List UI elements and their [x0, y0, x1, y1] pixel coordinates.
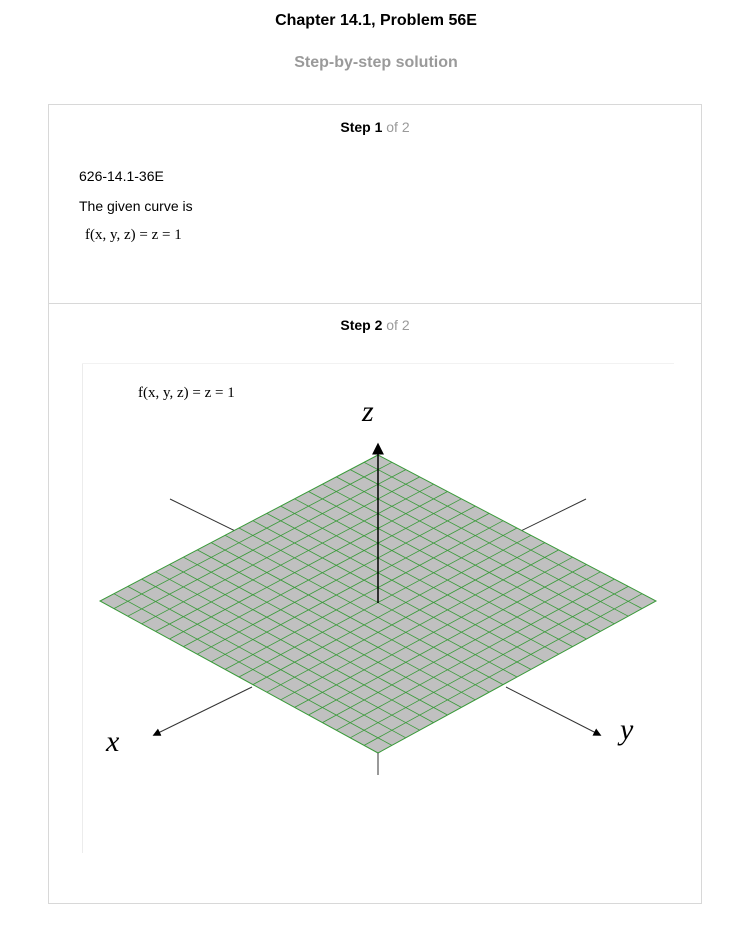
grid-line-a [113, 593, 393, 746]
page-title: Chapter 14.1, Problem 56E [275, 12, 477, 29]
step1-formula: f(x, y, z) = z = 1 [85, 227, 182, 243]
plane-figure: f(x, y, z) = z = 1 z x y [82, 363, 674, 855]
grid-line-a [155, 571, 434, 723]
figure-frame-top [82, 363, 674, 364]
grid-line-b [252, 534, 532, 685]
page-subtitle: Step-by-step solution [294, 54, 458, 71]
grid-line-a [211, 542, 490, 693]
figure-formula: f(x, y, z) = z = 1 [138, 385, 235, 401]
step2-header: Step 2 of 2 [49, 317, 701, 333]
axis-y-front [505, 686, 602, 736]
grid-line-a [224, 534, 504, 685]
plane-plot [98, 442, 658, 775]
step1-label: Step 1 [340, 119, 383, 135]
grid-line-b [294, 556, 573, 708]
step1-reference: 626-14.1-36E [79, 168, 164, 184]
step2-label: Step 2 [340, 317, 383, 333]
axis-z-label: z [362, 395, 374, 428]
step1-text: The given curve is [79, 198, 193, 214]
grid-line-b [322, 571, 601, 723]
plane-grid [113, 461, 643, 746]
grid-line-b [336, 578, 615, 731]
step1-header: Step 1 of 2 [49, 119, 701, 135]
grid-line-b [350, 586, 629, 739]
grid-line-a [141, 578, 420, 731]
solution-card: Step 1 of 2 626-14.1-36E The given curve… [48, 104, 702, 904]
step2-count: of 2 [386, 317, 410, 333]
axis-x-label: x [106, 725, 120, 758]
axis-x-front [152, 686, 253, 736]
grid-line-b [363, 593, 643, 746]
figure-frame-left [82, 363, 83, 853]
grid-line-a [127, 586, 406, 739]
grid-line-b [308, 564, 587, 716]
grid-line-a [183, 556, 462, 708]
grid-line-a [169, 564, 448, 716]
step-divider [49, 303, 701, 304]
grid-line-b [266, 542, 545, 693]
grid-line-a [197, 549, 476, 701]
step1-count: of 2 [386, 119, 410, 135]
axis-y-label: y [620, 713, 634, 746]
grid-line-b [280, 549, 559, 701]
